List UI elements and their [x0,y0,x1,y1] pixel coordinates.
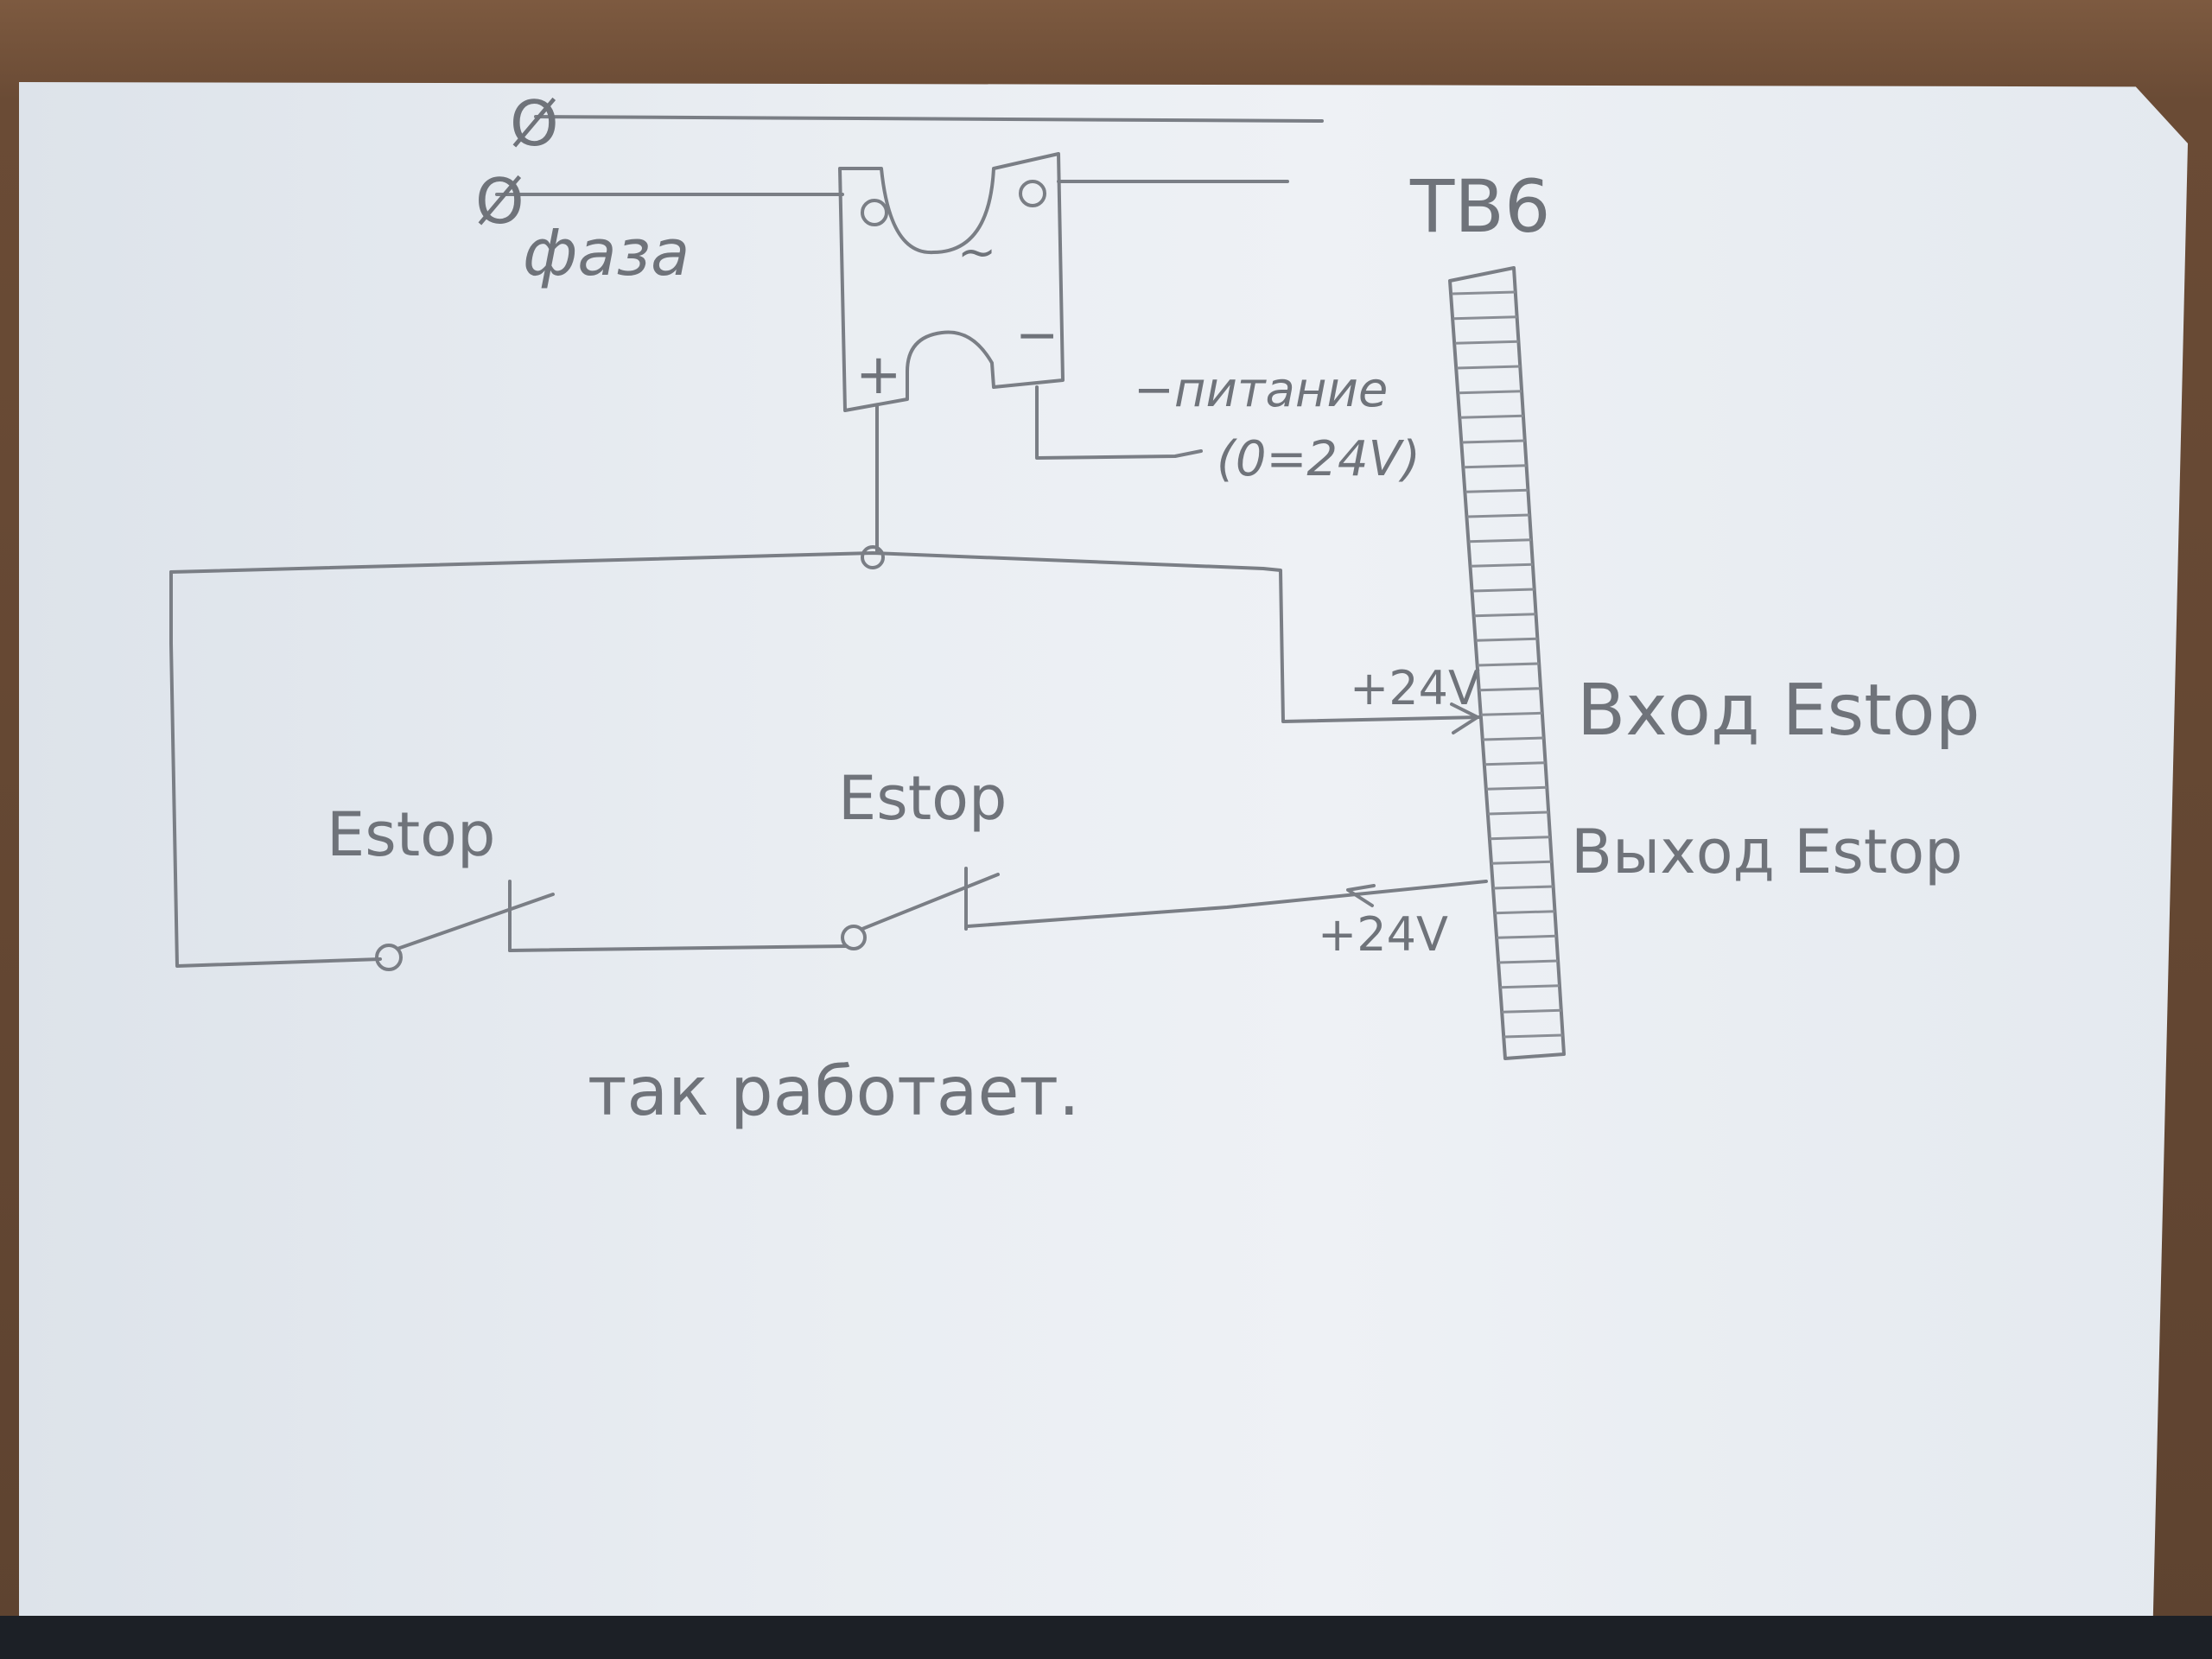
tb6-terminal-rung [1500,984,1560,989]
tb6-terminal-rung [1488,810,1549,816]
estop-switch-2 [841,867,1488,950]
tb6-terminal-rung [1491,860,1552,865]
plus-terminal-label: + [855,343,902,407]
ac-terminal-right [1019,180,1046,207]
tb6-terminal-rung [1459,390,1522,395]
estop-output-label: Выход Estop [1571,817,1963,887]
phase-symbol-2: Ø [475,165,524,238]
tb6-terminal-rung [1486,785,1548,791]
minus-terminal-label: − [1015,305,1058,365]
left-rail-wire [169,570,382,968]
phase-label: фаза [523,216,690,290]
plus24-output-label: +24V [1318,907,1448,962]
ac-symbol: ~ [957,225,996,279]
tb6-terminal-rung [1472,588,1535,593]
estop-switch-2-label: Estop [838,763,1007,834]
power-supply-block [838,152,1065,412]
tb6-terminal-rung [1474,613,1536,618]
estop-switch-1 [375,880,849,971]
tb6-terminal-rung [1476,637,1538,642]
tb6-terminal-rung [1497,934,1557,939]
tb6-label: TB6 [1409,164,1550,249]
estop-switch-1-label: Estop [327,799,495,870]
power-range-label: (0=24V) [1217,431,1421,487]
ac-terminal-left [861,199,888,226]
tb6-terminal-rung [1490,836,1550,841]
tb6-terminal-rung [1483,736,1544,741]
table-edge [0,1616,2212,1659]
tb6-terminal-block [1448,266,1566,1060]
tb6-terminal-rung [1465,488,1529,493]
tb6-terminal-rung [1481,711,1542,716]
estop-input-label: Вход Estop [1577,670,1980,752]
tb6-terminal-rung [1493,885,1554,890]
tb6-terminal-rung [1484,761,1546,766]
tb6-terminal-rung [1469,538,1532,543]
arrow-from-output [1346,884,1376,907]
tb6-terminal-rung [1464,464,1527,469]
top-rail-wire [169,551,1481,723]
tb6-terminal-rung [1460,414,1524,419]
tb6-terminal-rung [1503,1033,1563,1039]
caption-text: так работает. [588,1053,1080,1131]
tb6-terminal-rung [1471,563,1533,568]
tb6-terminal-rung [1453,315,1517,321]
tb6-terminal-rung [1495,910,1555,915]
phase-symbol-1: Ø [510,87,559,160]
tb6-terminal-rung [1478,662,1540,667]
plus24-input-label: +24V [1350,661,1480,715]
arrow-to-input [1450,702,1479,734]
mains-lines [495,115,1324,196]
tb6-terminal-rung [1502,1008,1561,1014]
tb6-terminal-rung [1498,959,1559,964]
power-label: −питание [1134,362,1388,418]
tb6-terminal-rung [1452,290,1516,296]
tb6-terminal-rung [1467,513,1530,518]
tb6-terminal-rung [1457,365,1521,370]
tb6-terminal-rung [1479,687,1541,692]
paper-sheet [19,82,2188,1616]
tb6-terminal-rung [1462,439,1525,444]
junction-node [861,545,885,569]
minus-wire [1035,385,1203,460]
tb6-terminal-rung [1455,340,1519,345]
